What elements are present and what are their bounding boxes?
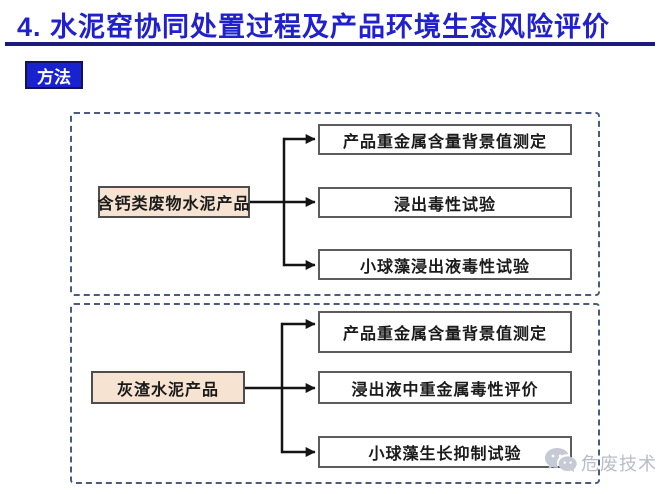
flowchart-1-container xyxy=(70,112,600,296)
fc2-output-node-2: 浸出液中重金属毒性评价 xyxy=(318,371,572,404)
fc1-source-node: 含钙类废物水泥产品 xyxy=(98,186,250,218)
wechat-icon xyxy=(544,446,578,481)
fc2-source-node: 灰渣水泥产品 xyxy=(91,371,245,404)
fc2-output-node-1: 产品重金属含量背景值测定 xyxy=(318,311,572,353)
fc1-output-node-3: 小球藻浸出液毒性试验 xyxy=(318,249,572,280)
title-underline xyxy=(5,42,655,46)
watermark-text: 危废技术 xyxy=(581,454,657,474)
fc1-output-node-2: 浸出毒性试验 xyxy=(318,187,572,218)
fc1-output-node-1: 产品重金属含量背景值测定 xyxy=(318,124,572,155)
watermark: 危废技术 xyxy=(544,446,657,480)
fc2-output-node-3: 小球藻生长抑制试验 xyxy=(318,436,572,468)
page-title: 4. 水泥窑协同处置过程及产品环境生态风险评价 xyxy=(17,12,611,42)
flowchart-2-container xyxy=(70,303,600,484)
section-badge-method: 方法 xyxy=(25,61,83,89)
